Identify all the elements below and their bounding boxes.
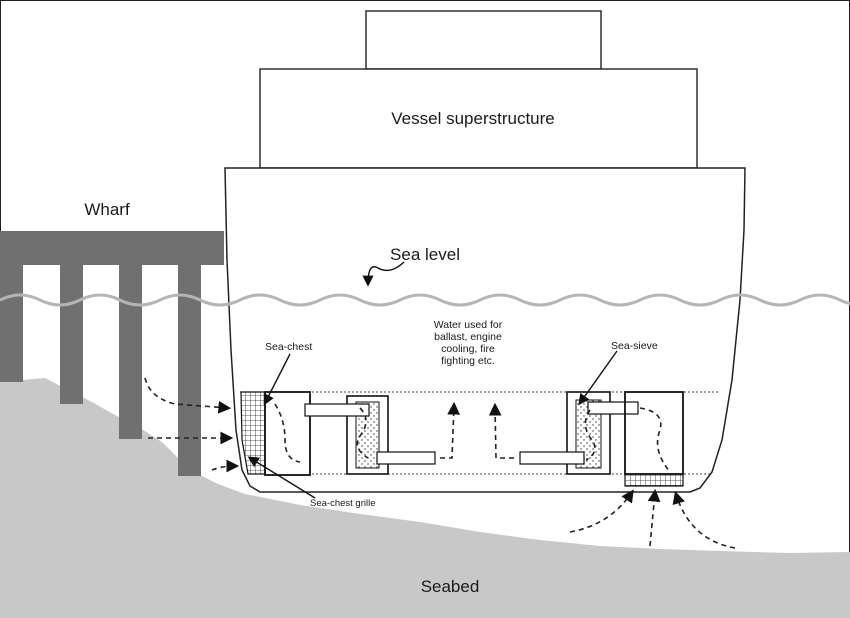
wharf-pile: [119, 265, 142, 439]
sea-chest-pointer: [263, 353, 291, 406]
flow-arrow: [639, 407, 671, 473]
sea-chest-grille: [240, 391, 266, 475]
water-note-line-3: cooling, fire: [441, 343, 495, 355]
sea-chest-box: [264, 391, 311, 476]
sea-level-label: Sea level: [390, 245, 460, 264]
sea-chest-grille-right: [624, 473, 684, 487]
wharf-label: Wharf: [84, 200, 130, 219]
superstructure-label: Vessel superstructure: [391, 109, 554, 128]
superstructure-top-block: [365, 10, 602, 70]
flow-arrow: [569, 489, 634, 533]
sea-sieve-mesh-left: [355, 401, 380, 469]
water-note-line-2: ballast, engine: [434, 331, 502, 343]
flow-arrow: [488, 402, 514, 459]
wharf-pile: [60, 265, 83, 404]
sea-chest-label: Sea-chest: [265, 341, 312, 353]
flow-arrow: [356, 407, 369, 459]
water-note-line-4: fighting etc.: [441, 355, 495, 367]
seabed-ground: [0, 378, 850, 618]
pipe: [587, 401, 639, 415]
pipe: [519, 451, 585, 465]
water-note-line-1: Water used for: [434, 319, 503, 331]
sea-chest-grille-pointer: [247, 456, 316, 499]
superstructure-block: [259, 68, 698, 169]
wharf-pile: [178, 265, 201, 476]
flow-arrow: [211, 459, 240, 473]
wharf-pile: [0, 265, 23, 382]
flow-arrow: [274, 403, 301, 463]
sea-sieve-pointer: [578, 350, 618, 406]
flow-arrow: [672, 490, 736, 549]
wharf-deck: [0, 231, 224, 265]
flow-arrow: [440, 401, 461, 459]
flow-arrow: [647, 488, 661, 547]
flow-arrow: [144, 377, 232, 414]
water-flow-arrows: [144, 377, 736, 549]
flow-arrow: [584, 409, 596, 461]
pipe: [304, 403, 370, 417]
seabed-label: Seabed: [421, 577, 480, 596]
sea-sieve-label: Sea-sieve: [611, 340, 658, 352]
sea-level-wave: [0, 293, 850, 307]
pipe: [376, 451, 436, 465]
sea-level-pointer: [362, 261, 405, 287]
sea-chest-grille-label: Sea-chest grille: [310, 498, 375, 509]
